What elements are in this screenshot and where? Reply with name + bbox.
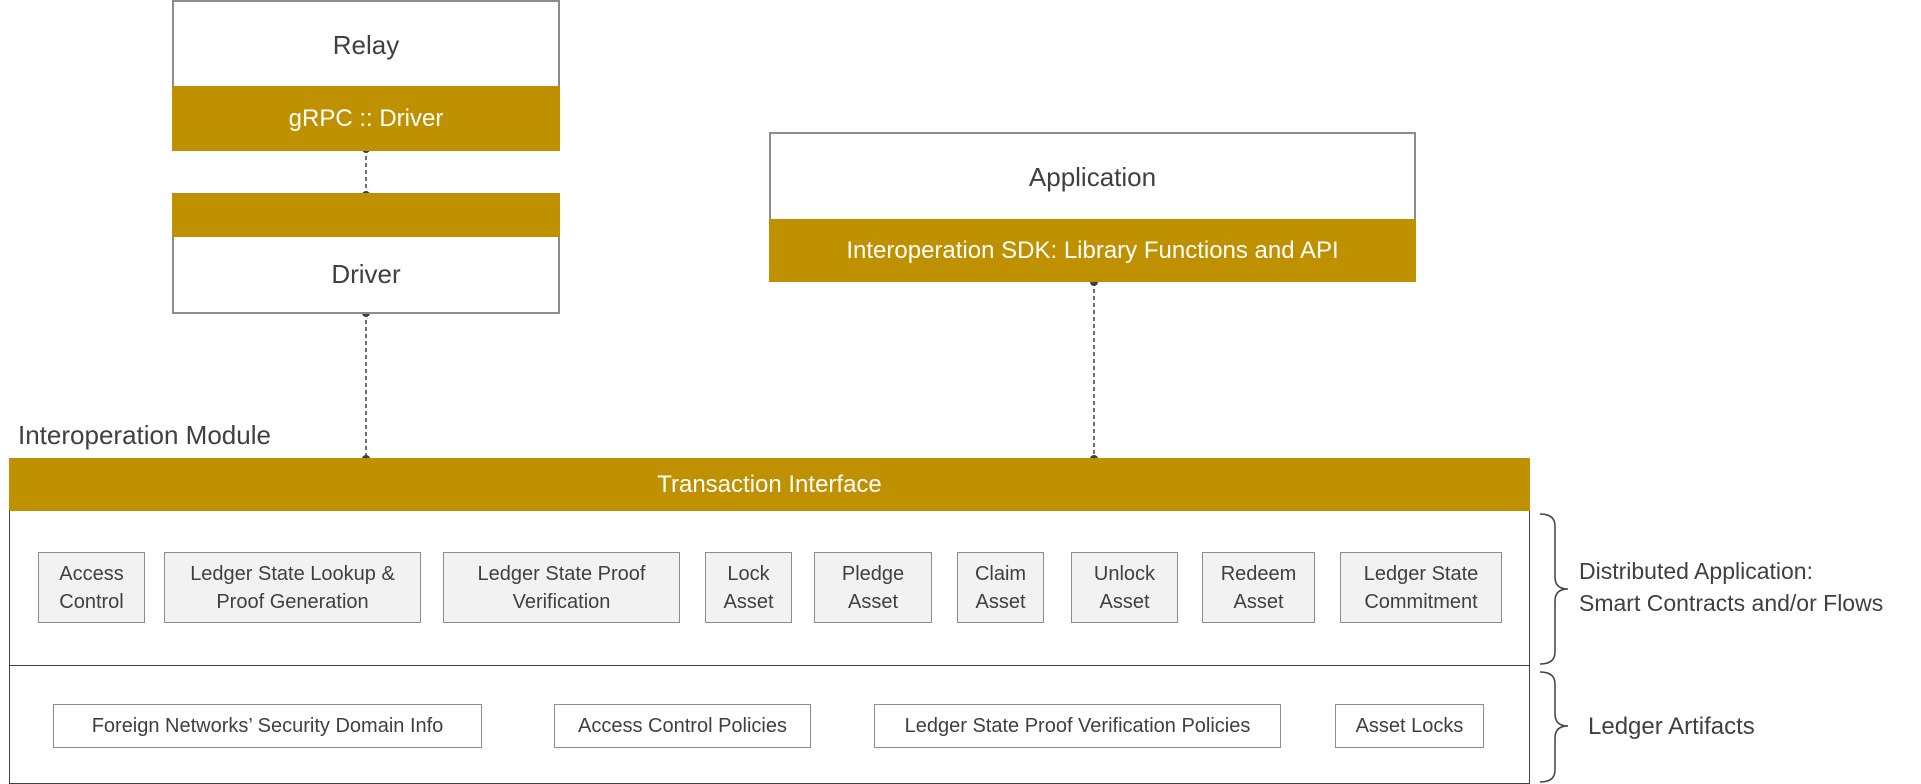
module-divider xyxy=(9,665,1530,666)
distributed-app-brace xyxy=(1539,513,1569,665)
function-redeem-asset: Redeem Asset xyxy=(1202,552,1315,623)
function-ledger-state-lookup: Ledger State Lookup & Proof Generation xyxy=(164,552,421,623)
function-label: Asset xyxy=(1233,590,1284,613)
function-label: Lock xyxy=(727,562,770,585)
function-label: Control xyxy=(59,590,124,613)
function-claim-asset: Claim Asset xyxy=(957,552,1044,623)
interoperation-sdk-bar: Interoperation SDK: Library Functions an… xyxy=(769,219,1416,282)
function-label: Access xyxy=(59,562,124,585)
function-access-control: Access Control xyxy=(38,552,145,623)
distributed-app-line2: Smart Contracts and/or Flows xyxy=(1579,590,1884,616)
function-pledge-asset: Pledge Asset xyxy=(814,552,932,623)
function-label: Redeem xyxy=(1220,562,1297,585)
artifact-foreign-networks-security-domain-info: Foreign Networks’ Security Domain Info xyxy=(53,704,482,748)
driver-title: Driver xyxy=(331,259,401,289)
grpc-driver-bar: gRPC :: Driver xyxy=(172,86,560,151)
function-label: Asset xyxy=(723,590,774,613)
function-ledger-state-proof-verification: Ledger State Proof Verification xyxy=(443,552,680,623)
distributed-app-line1: Distributed Application: xyxy=(1579,558,1813,584)
application-title: Application xyxy=(1028,161,1157,192)
function-label: Asset xyxy=(847,590,899,613)
function-label: Ledger State Lookup & xyxy=(190,562,395,585)
function-ledger-state-commitment: Ledger State Commitment xyxy=(1340,552,1502,623)
function-lock-asset: Lock Asset xyxy=(705,552,792,623)
transaction-interface-bar: Transaction Interface xyxy=(9,458,1530,511)
function-label: Unlock xyxy=(1093,562,1156,585)
interoperation-module-label: Interoperation Module xyxy=(18,420,271,450)
relay-box: Relay gRPC :: Driver xyxy=(172,0,560,151)
artifact-access-control-policies: Access Control Policies xyxy=(554,704,811,748)
artifact-asset-locks: Asset Locks xyxy=(1335,704,1484,748)
driver-top-bar xyxy=(172,193,560,237)
ledger-artifacts-annotation: Ledger Artifacts xyxy=(1588,713,1755,740)
function-label: Asset xyxy=(975,590,1026,613)
function-label: Commitment xyxy=(1364,590,1478,613)
function-label: Verification xyxy=(512,590,611,613)
function-label: Pledge xyxy=(841,562,905,585)
artifact-ledger-state-proof-verification-policies: Ledger State Proof Verification Policies xyxy=(874,704,1281,748)
relay-title: Relay xyxy=(332,29,400,60)
driver-box: Driver xyxy=(172,193,560,314)
function-label: Claim xyxy=(974,562,1027,585)
function-label: Ledger State Proof xyxy=(477,562,646,585)
function-label: Asset xyxy=(1099,590,1150,613)
application-box: Application Interoperation SDK: Library … xyxy=(769,132,1416,282)
function-label: Proof Generation xyxy=(216,590,369,613)
function-label: Ledger State xyxy=(1363,562,1479,585)
function-unlock-asset: Unlock Asset xyxy=(1071,552,1178,623)
ledger-artifacts-brace xyxy=(1539,671,1569,783)
distributed-application-annotation: Distributed Application: Smart Contracts… xyxy=(1579,555,1919,621)
